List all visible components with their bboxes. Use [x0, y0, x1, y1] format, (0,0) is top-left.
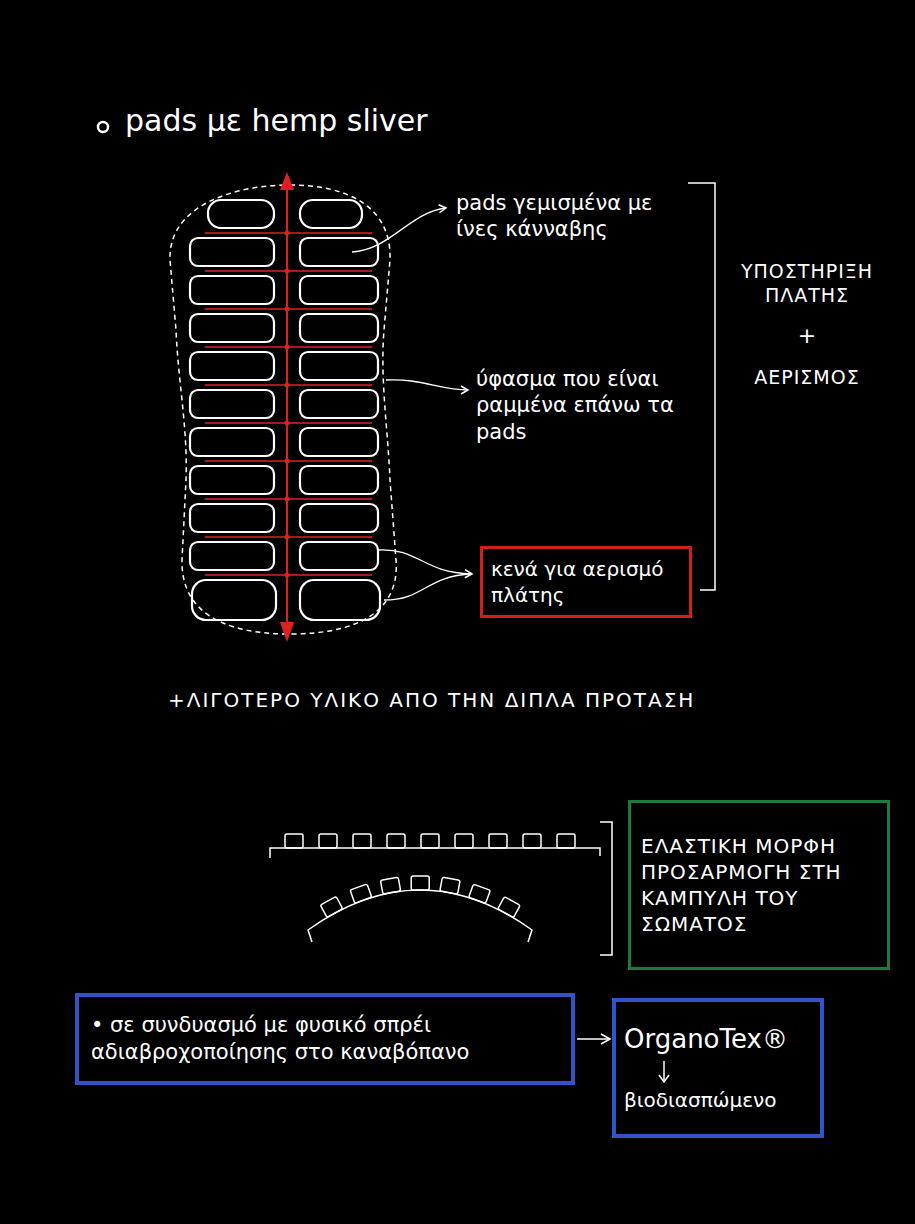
connector-line	[577, 1038, 610, 1040]
pad	[300, 390, 378, 418]
strip-pad	[285, 834, 303, 848]
curved-strip-pads	[320, 876, 520, 918]
green-note-box: ΕΛΑΣΤΙΚΗ ΜΟΡΦΗ ΠΡΟΣΑΡΜΟΓΗ ΣΤΗ ΚΑΜΠΥΛΗ ΤΟ…	[628, 800, 890, 970]
pad	[300, 314, 378, 342]
down-arrow	[654, 1059, 674, 1085]
flat-strip	[270, 848, 600, 858]
strip-pad	[319, 834, 337, 848]
pad	[300, 200, 362, 228]
strip-pad	[320, 897, 342, 918]
note-label: ύφασμα που είναι ραμμένα επάνω τα pads	[476, 366, 681, 445]
strip-pad	[411, 876, 429, 890]
pad	[190, 466, 274, 494]
pad	[208, 200, 274, 228]
product-box: OrganoTex® βιοδιασπώμενο	[612, 998, 824, 1138]
connector-arrow	[577, 1034, 610, 1044]
arrow-head	[601, 1034, 610, 1044]
strip-pad	[353, 834, 371, 848]
box-subtext: βιοδιασπώμενο	[624, 1087, 812, 1113]
note-label: pads με hemp sliver	[125, 102, 545, 140]
note-label: ΑΕΡΙΣΜΟΣ	[722, 366, 892, 390]
bracket	[600, 822, 612, 955]
leader-line	[352, 208, 446, 252]
pad	[300, 238, 378, 266]
pad	[300, 542, 378, 570]
strip-pad	[455, 834, 473, 848]
note-label: +	[722, 322, 892, 350]
strip-pad	[421, 834, 439, 848]
pad	[300, 428, 378, 456]
pad	[190, 238, 274, 266]
bracket	[688, 183, 715, 590]
strip-pad	[469, 884, 491, 903]
strip-pad	[557, 834, 575, 848]
note-label: pads γεμισμένα με ίνες κάνναβης	[456, 190, 671, 243]
pad	[300, 580, 380, 620]
blue-note-box: • σε συνδυασμό με φυσικό σπρέι αδιαβροχο…	[75, 993, 575, 1085]
strip-pad	[387, 834, 405, 848]
strip-pad	[489, 834, 507, 848]
leader-line	[384, 574, 472, 600]
leader-line	[386, 380, 468, 390]
pads-group	[190, 200, 380, 620]
spine-arrow-bottom	[280, 622, 294, 642]
box-text: OrganoTex®	[624, 1023, 812, 1057]
pad	[300, 504, 378, 532]
curved-strip	[308, 890, 532, 942]
pad	[190, 314, 274, 342]
pad	[190, 352, 274, 380]
flat-strip-pads	[285, 834, 575, 848]
box-text: ΕΛΑΣΤΙΚΗ ΜΟΡΦΗ ΠΡΟΣΑΡΜΟΓΗ ΣΤΗ ΚΑΜΠΥΛΗ ΤΟ…	[641, 833, 877, 937]
strip-pad	[350, 884, 372, 903]
pad	[190, 428, 274, 456]
stitches-group	[205, 231, 372, 578]
leader-line	[378, 550, 472, 574]
bullet-dot	[98, 122, 108, 132]
pad	[192, 580, 276, 620]
note-label: ΥΠΟΣΤΗΡΙΞΗ ΠΛΑΤΗΣ	[722, 260, 892, 308]
spine-line	[286, 180, 288, 630]
strip-pad	[380, 877, 400, 894]
pad	[190, 504, 274, 532]
pad	[190, 276, 274, 304]
strip-pad	[440, 877, 460, 894]
pad	[190, 390, 274, 418]
pad	[300, 276, 378, 304]
insole-outline	[170, 185, 396, 634]
pad	[300, 352, 378, 380]
box-text: κενά για αερισμό πλάτης	[491, 556, 681, 608]
spine-arrow-top	[280, 172, 294, 190]
pad	[190, 542, 274, 570]
red-note-box: κενά για αερισμό πλάτης	[480, 546, 692, 618]
box-text: • σε συνδυασμό με φυσικό σπρέι αδιαβροχο…	[91, 1012, 559, 1067]
note-label: +ΛΙΓΟΤΕΡΟ ΥΛΙΚΟ ΑΠΟ ΤΗΝ ΔΙΠΛΑ ΠΡΟΤΑΣΗ	[168, 688, 808, 713]
strip-pad	[498, 897, 521, 918]
strip-pad	[523, 834, 541, 848]
pad	[300, 466, 378, 494]
